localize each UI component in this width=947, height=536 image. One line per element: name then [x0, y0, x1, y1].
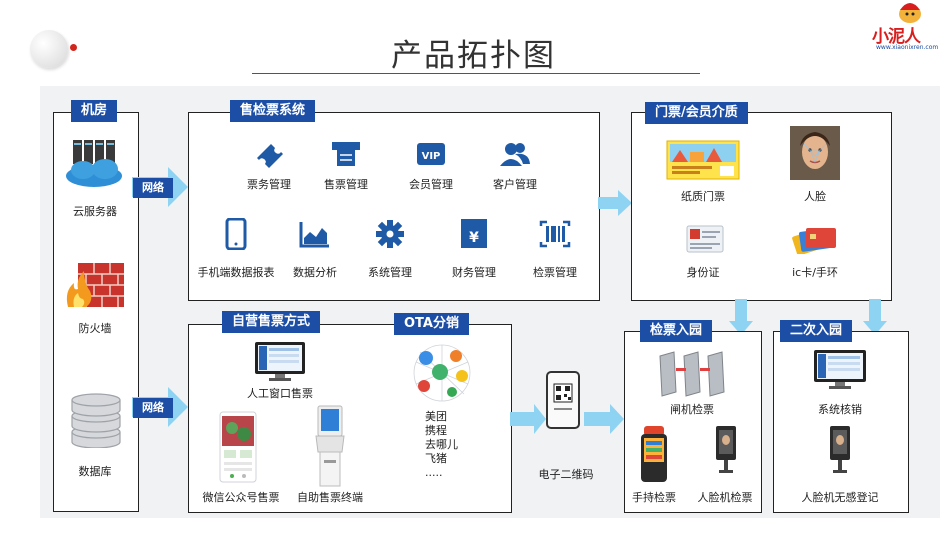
wechat-phone-icon — [219, 411, 257, 483]
page-title: 产品拓扑图 — [391, 38, 556, 74]
kiosk-label: 自助售票终端 — [297, 491, 363, 504]
mobile-report-icon — [225, 218, 247, 250]
handheld-scanner-icon — [641, 426, 667, 482]
media-label-2: 身份证 — [686, 266, 720, 279]
qr-code-label: 电子二维码 — [538, 468, 594, 481]
arrow-down-checkin-icon — [729, 299, 753, 335]
svg-text:¥: ¥ — [469, 230, 479, 246]
logo-text: 小泥人 — [872, 27, 921, 47]
manual-window-label: 人工窗口售票 — [247, 387, 313, 400]
paper-ticket-icon — [666, 140, 740, 180]
qr-phone-icon — [546, 371, 580, 429]
check-in-label-1: 手持检票 — [632, 491, 676, 504]
finance-icon: ¥ — [461, 219, 487, 248]
ota-header: OTA分销 — [394, 313, 469, 335]
check-in-label-2: 人脸机检票 — [697, 491, 753, 504]
cloud-server-icon — [66, 140, 122, 187]
ticket-sales-icon — [332, 142, 360, 166]
check-in-header: 检票入园 — [640, 320, 713, 342]
check-in-label-0: 闸机检票 — [670, 403, 714, 416]
ticketing-row2-label-1: 数据分析 — [293, 266, 337, 279]
media-label-1: 人脸 — [804, 190, 826, 203]
logo-url: www.xiaonixren.com — [876, 44, 939, 51]
ticketing-row1-label-0: 票务管理 — [247, 178, 291, 191]
cloud-server-label: 云服务器 — [73, 205, 117, 218]
ticketing-row2-label-0: 手机端数据报表 — [197, 266, 275, 279]
media-label-3: ic卡/手环 — [792, 266, 838, 279]
ticketing-row1-label-3: 客户管理 — [493, 178, 537, 191]
self-service-kiosk-icon — [315, 405, 345, 487]
ticketing-system-box — [188, 112, 600, 301]
check-in-barcode-icon — [539, 220, 571, 248]
settings-gear-icon — [376, 220, 404, 248]
ticketing-row2-label-4: 检票管理 — [533, 266, 577, 279]
database-label: 数据库 — [78, 465, 112, 478]
vip-icon: VIP — [417, 143, 445, 165]
ticketing-row2-label-3: 财务管理 — [452, 266, 496, 279]
media-label-0: 纸质门票 — [681, 190, 725, 203]
ota-item: 飞猪 — [425, 452, 447, 465]
ticket-icon — [257, 144, 283, 168]
svg-text:VIP: VIP — [422, 151, 441, 162]
ota-logos-network-icon — [413, 344, 471, 402]
ticket-media-header: 门票/会员介质 — [645, 102, 748, 124]
second-entry-header: 二次入园 — [780, 320, 853, 342]
ticketing-system-header: 售检票系统 — [230, 100, 316, 122]
arrow-to-media-icon — [598, 190, 632, 216]
second-entry-label-0: 系统核销 — [818, 403, 862, 416]
face-terminal-icon — [716, 426, 736, 473]
qr-arrow-left-icon — [510, 404, 546, 434]
ota-list: 美团 携程 去哪儿 飞猪 ..... — [425, 410, 458, 480]
logo-mascot-icon — [899, 3, 921, 23]
arrow-down-second-entry-icon — [863, 299, 887, 335]
title-underline — [252, 73, 700, 74]
manual-window-monitor-icon — [255, 342, 305, 381]
ic-card-icon — [792, 228, 836, 254]
ota-item: 携程 — [425, 424, 447, 437]
id-card-icon — [686, 225, 724, 253]
firewall-label: 防火墙 — [78, 322, 112, 335]
ticketing-row1-label-2: 会员管理 — [409, 178, 453, 191]
ticketing-row1-label-1: 售票管理 — [324, 178, 368, 191]
turnstile-gate-icon — [659, 351, 725, 397]
network-label-top: 网络 — [133, 178, 173, 198]
ota-item: 美团 — [425, 410, 447, 423]
face-registration-terminal-icon — [830, 426, 850, 473]
ticketing-row2-label-2: 系统管理 — [368, 266, 412, 279]
network-label-bottom: 网络 — [133, 398, 173, 418]
face-photo-icon — [790, 126, 840, 180]
database-icon — [71, 393, 121, 448]
machine-room-header: 机房 — [71, 100, 118, 122]
verification-monitor-icon — [814, 350, 866, 389]
firewall-icon — [66, 263, 124, 307]
data-analysis-icon — [299, 222, 329, 248]
ota-item: ..... — [425, 466, 443, 479]
ota-item: 去哪儿 — [425, 438, 458, 451]
decorative-dot — [70, 44, 77, 51]
self-sales-header: 自营售票方式 — [222, 311, 321, 333]
customers-icon — [500, 143, 530, 166]
second-entry-label-1: 人脸机无感登记 — [801, 491, 879, 504]
decorative-circle — [30, 30, 68, 68]
wechat-label: 微信公众号售票 — [202, 491, 280, 504]
qr-arrow-right-icon — [584, 404, 624, 434]
